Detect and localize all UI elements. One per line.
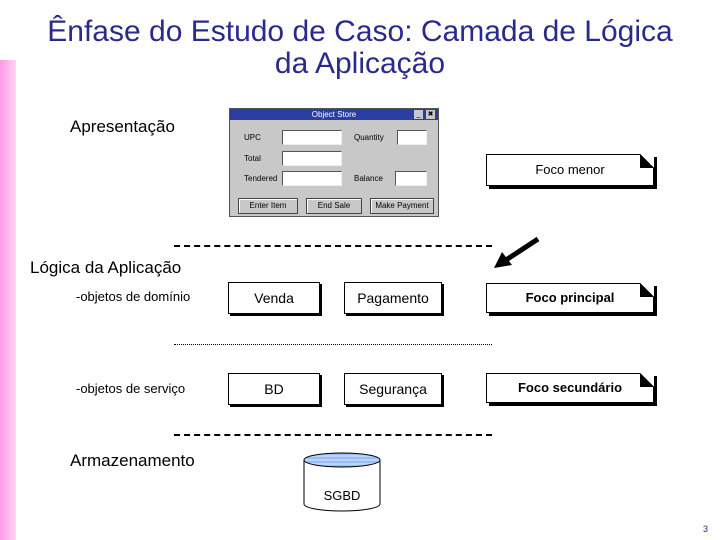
note-main-focus-label: Foco principal: [525, 290, 615, 305]
note-minor-focus: Foco menor: [486, 154, 654, 186]
note-main-focus: Foco principal: [486, 283, 654, 313]
arrow-icon: [494, 236, 540, 268]
note-minor-focus-label: Foco menor: [535, 162, 605, 177]
total-label: Total: [244, 154, 261, 163]
section-application-logic: Lógica da Aplicação: [30, 258, 182, 277]
database-icon: [303, 452, 381, 512]
box-seguranca: Segurança: [344, 373, 442, 405]
slide-title: Ênfase do Estudo de Caso: Camada de Lógi…: [47, 15, 673, 80]
note-secondary-focus: Foco secundário: [486, 373, 654, 403]
section-storage: Armazenamento: [70, 451, 195, 470]
upc-field[interactable]: [282, 130, 342, 145]
quantity-label: Quantity: [354, 133, 384, 142]
make-payment-button[interactable]: Make Payment: [370, 198, 434, 214]
section-presentation: Apresentação: [70, 117, 175, 136]
object-store-window: Object Store _ ✖ UPC Quantity Total Tend…: [229, 108, 439, 217]
note-secondary-focus-label: Foco secundário: [517, 380, 623, 395]
upc-label: UPC: [244, 133, 261, 142]
service-objects-label: -objetos de serviço: [76, 381, 186, 396]
note-fold: [640, 154, 654, 168]
tendered-field[interactable]: [282, 171, 342, 186]
domain-objects-label: -objetos de domínio: [76, 289, 191, 304]
page-number: 3: [702, 524, 708, 534]
database-label: SGBD: [323, 488, 361, 503]
total-field[interactable]: [282, 151, 342, 166]
separator-domain-service: [174, 344, 492, 345]
quantity-field[interactable]: [397, 130, 427, 145]
close-icon[interactable]: ✖: [426, 110, 435, 119]
minimize-button[interactable]: _: [414, 110, 423, 119]
box-pagamento: Pagamento: [344, 282, 442, 314]
end-sale-button[interactable]: End Sale: [306, 198, 362, 214]
decorative-side-bar: [0, 60, 16, 540]
window-title-bar: Object Store: [230, 109, 438, 120]
box-bd: BD: [228, 373, 320, 405]
box-venda: Venda: [228, 282, 320, 314]
note-fold: [640, 373, 654, 387]
balance-label: Balance: [354, 174, 383, 183]
separator-logic-storage: [174, 434, 492, 436]
note-fold: [640, 283, 654, 297]
separator-presentation-logic: [174, 245, 492, 247]
tendered-label: Tendered: [244, 174, 278, 183]
balance-field[interactable]: [395, 171, 427, 186]
enter-item-button[interactable]: Enter Item: [238, 198, 298, 214]
